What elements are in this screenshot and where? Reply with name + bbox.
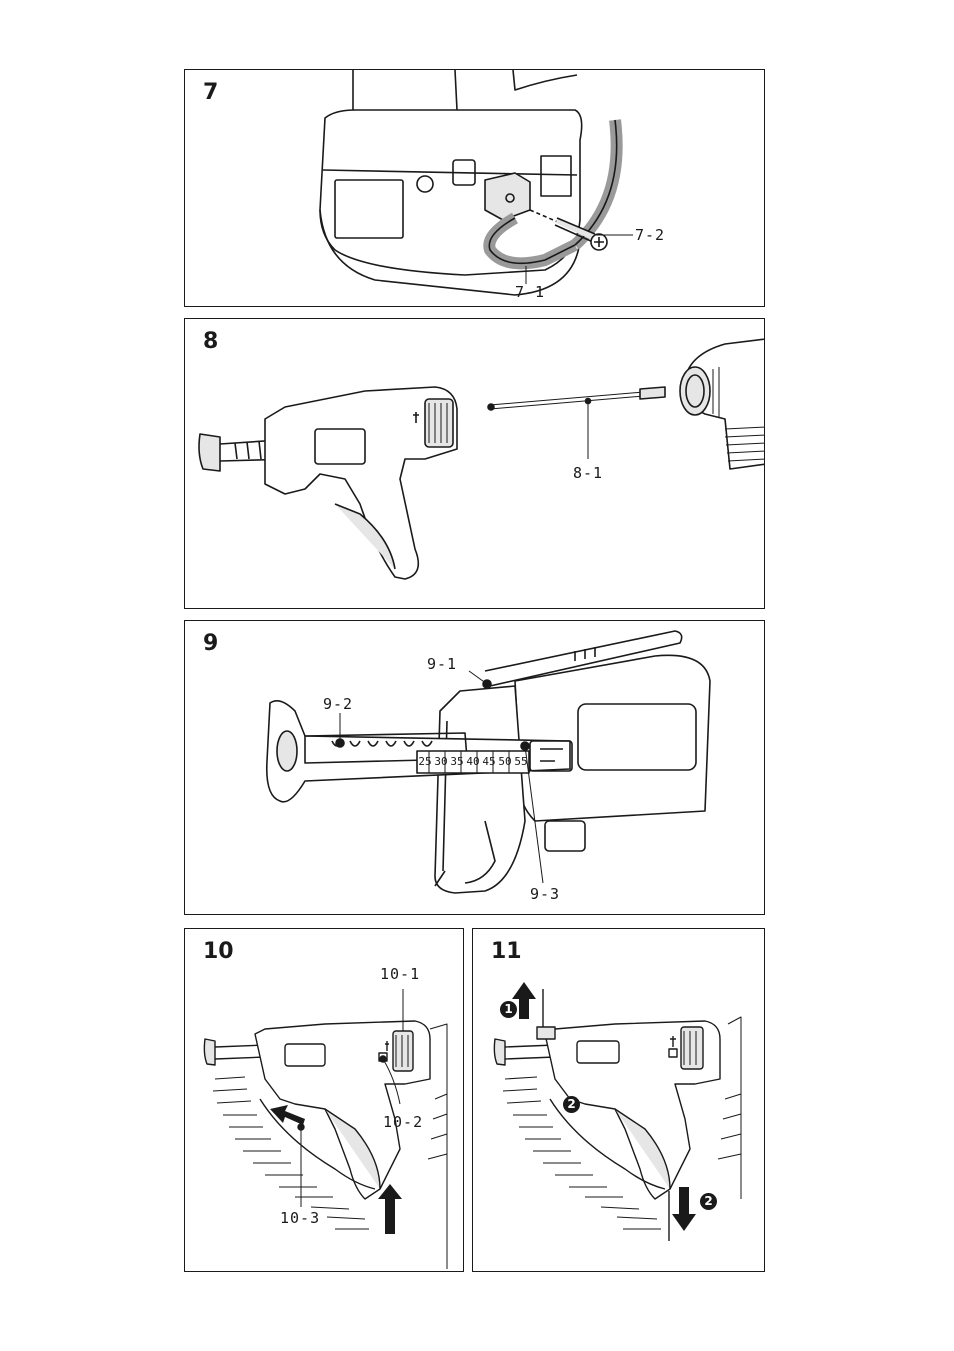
- depth-mark-50: 50: [498, 755, 512, 768]
- figure-11-panel: 11 1 2 2: [472, 928, 765, 1272]
- depth-mark-30: 30: [434, 755, 448, 768]
- figure-11-illustration: [493, 982, 742, 1241]
- callout-9-3: 9-3: [530, 885, 561, 903]
- figure-8-illustration: [198, 338, 764, 580]
- figure-10-illustration: [203, 989, 448, 1269]
- callout-7-1: 7-1: [515, 283, 546, 301]
- depth-mark-40: 40: [466, 755, 480, 768]
- depth-mark-25: 25: [418, 755, 432, 768]
- depth-mark-45: 45: [482, 755, 496, 768]
- callout-10-2: 10-2: [383, 1113, 424, 1131]
- step-2-badge-bottom: 2: [700, 1193, 717, 1210]
- figure-11-number: 11: [491, 939, 522, 964]
- callout-9-2: 9-2: [323, 695, 354, 713]
- figure-7-number: 7: [203, 80, 219, 105]
- figure-9-panel: 9: [184, 620, 765, 915]
- depth-mark-35: 35: [450, 755, 464, 768]
- figure-10-panel: 10 10-1 10-2 10-3: [184, 928, 464, 1272]
- callout-10-3: 10-3: [280, 1209, 321, 1227]
- depth-mark-55: 55: [514, 755, 528, 768]
- callout-9-1: 9-1: [427, 655, 458, 673]
- figure-10-number: 10: [203, 939, 234, 964]
- step-1-badge: 1: [500, 1001, 517, 1018]
- figure-9-illustration: [265, 630, 711, 894]
- callout-8-1: 8-1: [573, 464, 604, 482]
- callout-10-1: 10-1: [380, 965, 421, 983]
- figure-9-number: 9: [203, 631, 219, 656]
- figure-7-panel: 7: [184, 69, 765, 307]
- figure-8-panel: 8 8-1: [184, 318, 765, 609]
- callout-7-2: 7-2: [635, 226, 666, 244]
- figure-8-number: 8: [203, 329, 219, 354]
- figure-7-illustration: [319, 70, 633, 296]
- step-2-badge-top: 2: [563, 1096, 580, 1113]
